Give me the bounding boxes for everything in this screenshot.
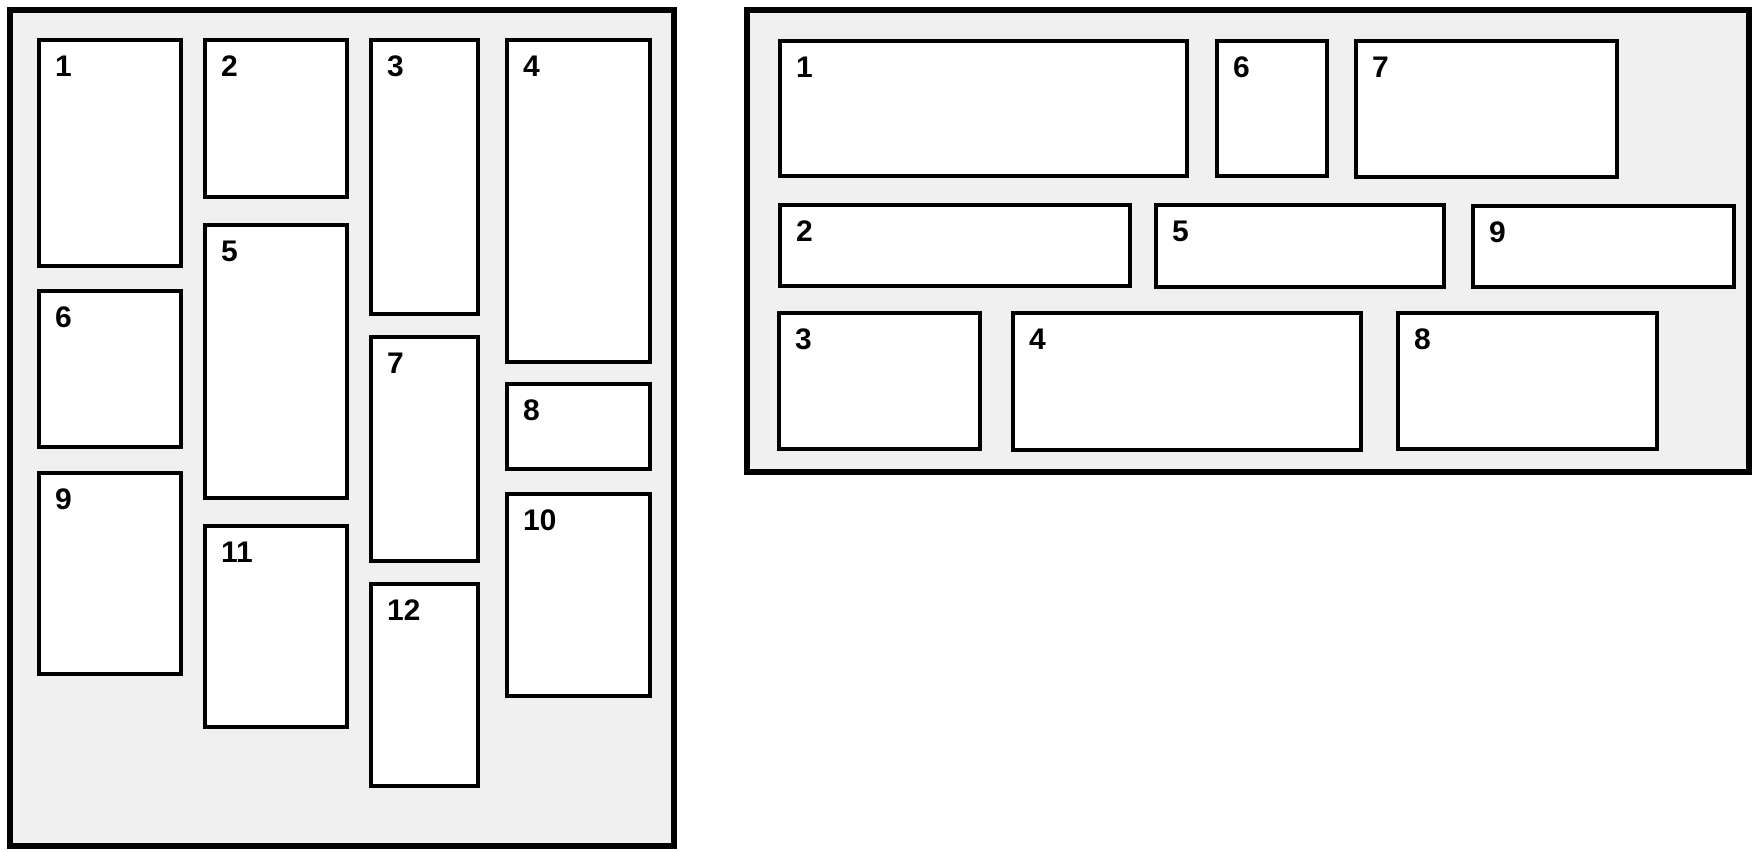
masonry-item-vertical-masonry-4: 4 xyxy=(505,38,652,364)
masonry-item-horizontal-masonry-2: 2 xyxy=(778,203,1132,288)
masonry-item-vertical-masonry-6: 6 xyxy=(37,289,183,449)
masonry-item-vertical-masonry-1: 1 xyxy=(37,38,183,268)
masonry-item-label: 7 xyxy=(387,347,404,380)
masonry-item-horizontal-masonry-8: 8 xyxy=(1396,311,1659,451)
masonry-item-label: 3 xyxy=(795,323,812,356)
masonry-item-vertical-masonry-11: 11 xyxy=(203,524,349,729)
masonry-item-horizontal-masonry-4: 4 xyxy=(1011,311,1363,452)
masonry-item-label: 1 xyxy=(55,50,72,83)
masonry-item-label: 8 xyxy=(523,394,540,427)
masonry-item-label: 4 xyxy=(523,50,540,83)
masonry-item-label: 11 xyxy=(221,536,253,569)
masonry-item-label: 12 xyxy=(387,594,421,627)
masonry-panel-horizontal: 1 2 3 4 5 6 7 8 9 xyxy=(744,7,1752,475)
masonry-item-horizontal-masonry-1: 1 xyxy=(778,39,1189,178)
masonry-item-horizontal-masonry-3: 3 xyxy=(777,311,982,451)
masonry-item-horizontal-masonry-5: 5 xyxy=(1154,203,1446,289)
masonry-item-label: 4 xyxy=(1029,323,1046,356)
masonry-item-vertical-masonry-3: 3 xyxy=(369,38,480,316)
masonry-item-label: 9 xyxy=(1489,216,1506,249)
masonry-item-horizontal-masonry-9: 9 xyxy=(1471,204,1736,289)
masonry-item-label: 10 xyxy=(523,504,557,537)
masonry-item-label: 2 xyxy=(796,215,813,248)
masonry-item-vertical-masonry-7: 7 xyxy=(369,335,480,563)
masonry-item-vertical-masonry-10: 10 xyxy=(505,492,652,698)
masonry-item-label: 1 xyxy=(796,51,813,84)
masonry-item-label: 5 xyxy=(1172,215,1189,248)
masonry-item-horizontal-masonry-7: 7 xyxy=(1354,39,1619,179)
masonry-item-label: 7 xyxy=(1372,51,1389,84)
masonry-item-vertical-masonry-12: 12 xyxy=(369,582,480,788)
masonry-item-label: 5 xyxy=(221,235,238,268)
masonry-item-label: 8 xyxy=(1414,323,1431,356)
masonry-item-label: 6 xyxy=(55,301,72,334)
masonry-item-label: 9 xyxy=(55,483,72,516)
masonry-item-vertical-masonry-5: 5 xyxy=(203,223,349,500)
masonry-item-horizontal-masonry-6: 6 xyxy=(1215,39,1329,178)
masonry-item-label: 2 xyxy=(221,50,238,83)
masonry-item-vertical-masonry-2: 2 xyxy=(203,38,349,199)
masonry-item-vertical-masonry-9: 9 xyxy=(37,471,183,676)
masonry-item-label: 3 xyxy=(387,50,404,83)
masonry-item-label: 6 xyxy=(1233,51,1250,84)
masonry-item-vertical-masonry-8: 8 xyxy=(505,382,652,471)
